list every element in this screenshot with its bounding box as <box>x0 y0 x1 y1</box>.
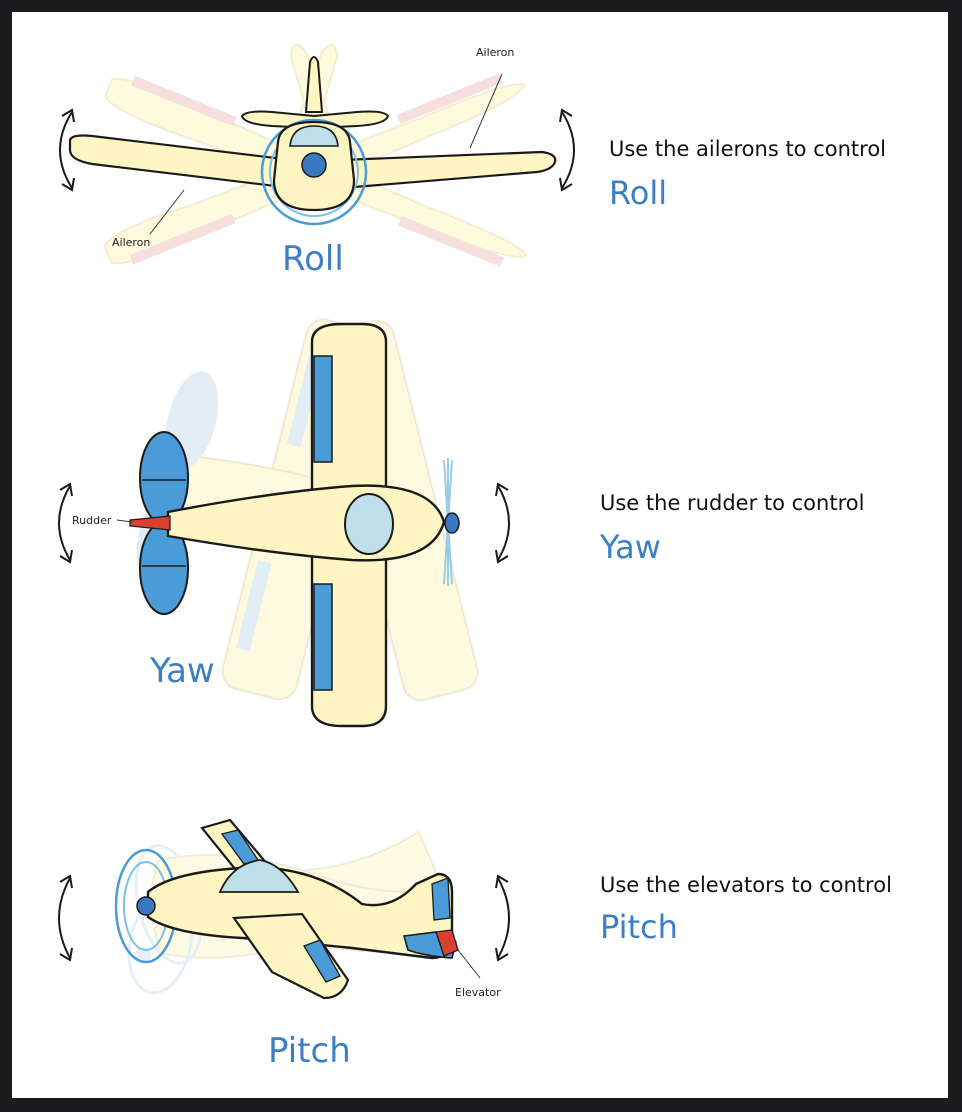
aileron-top-label: Aileron <box>476 46 514 59</box>
pitch-spinner <box>136 896 156 916</box>
pitch-arrow-right-icon <box>495 874 510 962</box>
rudder-leader <box>116 519 133 523</box>
pitch-title: Pitch <box>268 1031 351 1071</box>
elevator-leader <box>457 949 481 979</box>
pitch-arrow-left-icon <box>58 874 73 962</box>
yaw-aileron-upper <box>313 355 333 463</box>
roll-vertical-fin <box>304 56 324 113</box>
yaw-spinner <box>444 512 460 534</box>
roll-propeller-ring <box>260 118 368 226</box>
roll-title: Roll <box>282 239 344 279</box>
rudder-label: Rudder <box>72 514 112 527</box>
roll-caption-word: Roll <box>609 174 667 212</box>
yaw-title: Yaw <box>149 651 215 691</box>
roll-arrow-left-icon <box>59 108 75 192</box>
flight-controls-diagram: Aileron Aileron Roll Use the ailerons to… <box>58 43 892 1071</box>
yaw-arrow-right-icon <box>495 482 510 564</box>
roll-caption: Use the ailerons to control <box>609 137 886 161</box>
yaw-caption: Use the rudder to control <box>600 491 864 515</box>
pitch-section: Elevator Pitch Use the elevators to cont… <box>58 818 892 1071</box>
yaw-section: Rudder Yaw Use the rudder to control Yaw <box>58 318 864 728</box>
roll-arrow-right-icon <box>559 108 575 192</box>
aileron-top-leader <box>469 73 503 149</box>
pitch-rudder-surface <box>431 877 451 921</box>
aileron-bottom-label: Aileron <box>112 236 150 249</box>
pitch-lower-aileron <box>303 939 341 983</box>
yaw-cockpit <box>344 493 394 555</box>
roll-canopy <box>289 125 339 147</box>
yaw-aileron-lower <box>313 583 333 691</box>
aileron-bottom-leader <box>149 189 185 235</box>
pitch-caption: Use the elevators to control <box>600 873 892 897</box>
yaw-caption-word: Yaw <box>599 528 661 566</box>
yaw-arrow-left-icon <box>58 482 73 564</box>
yaw-rudder <box>129 515 171 531</box>
roll-section: Aileron Aileron Roll Use the ailerons to… <box>59 43 886 279</box>
pitch-caption-word: Pitch <box>600 908 678 946</box>
diagram-frame: Aileron Aileron Roll Use the ailerons to… <box>12 12 948 1098</box>
pitch-lower-wing <box>231 912 350 1000</box>
pitch-canopy <box>218 859 300 893</box>
roll-spinner <box>301 152 327 178</box>
elevator-label: Elevator <box>455 986 501 999</box>
